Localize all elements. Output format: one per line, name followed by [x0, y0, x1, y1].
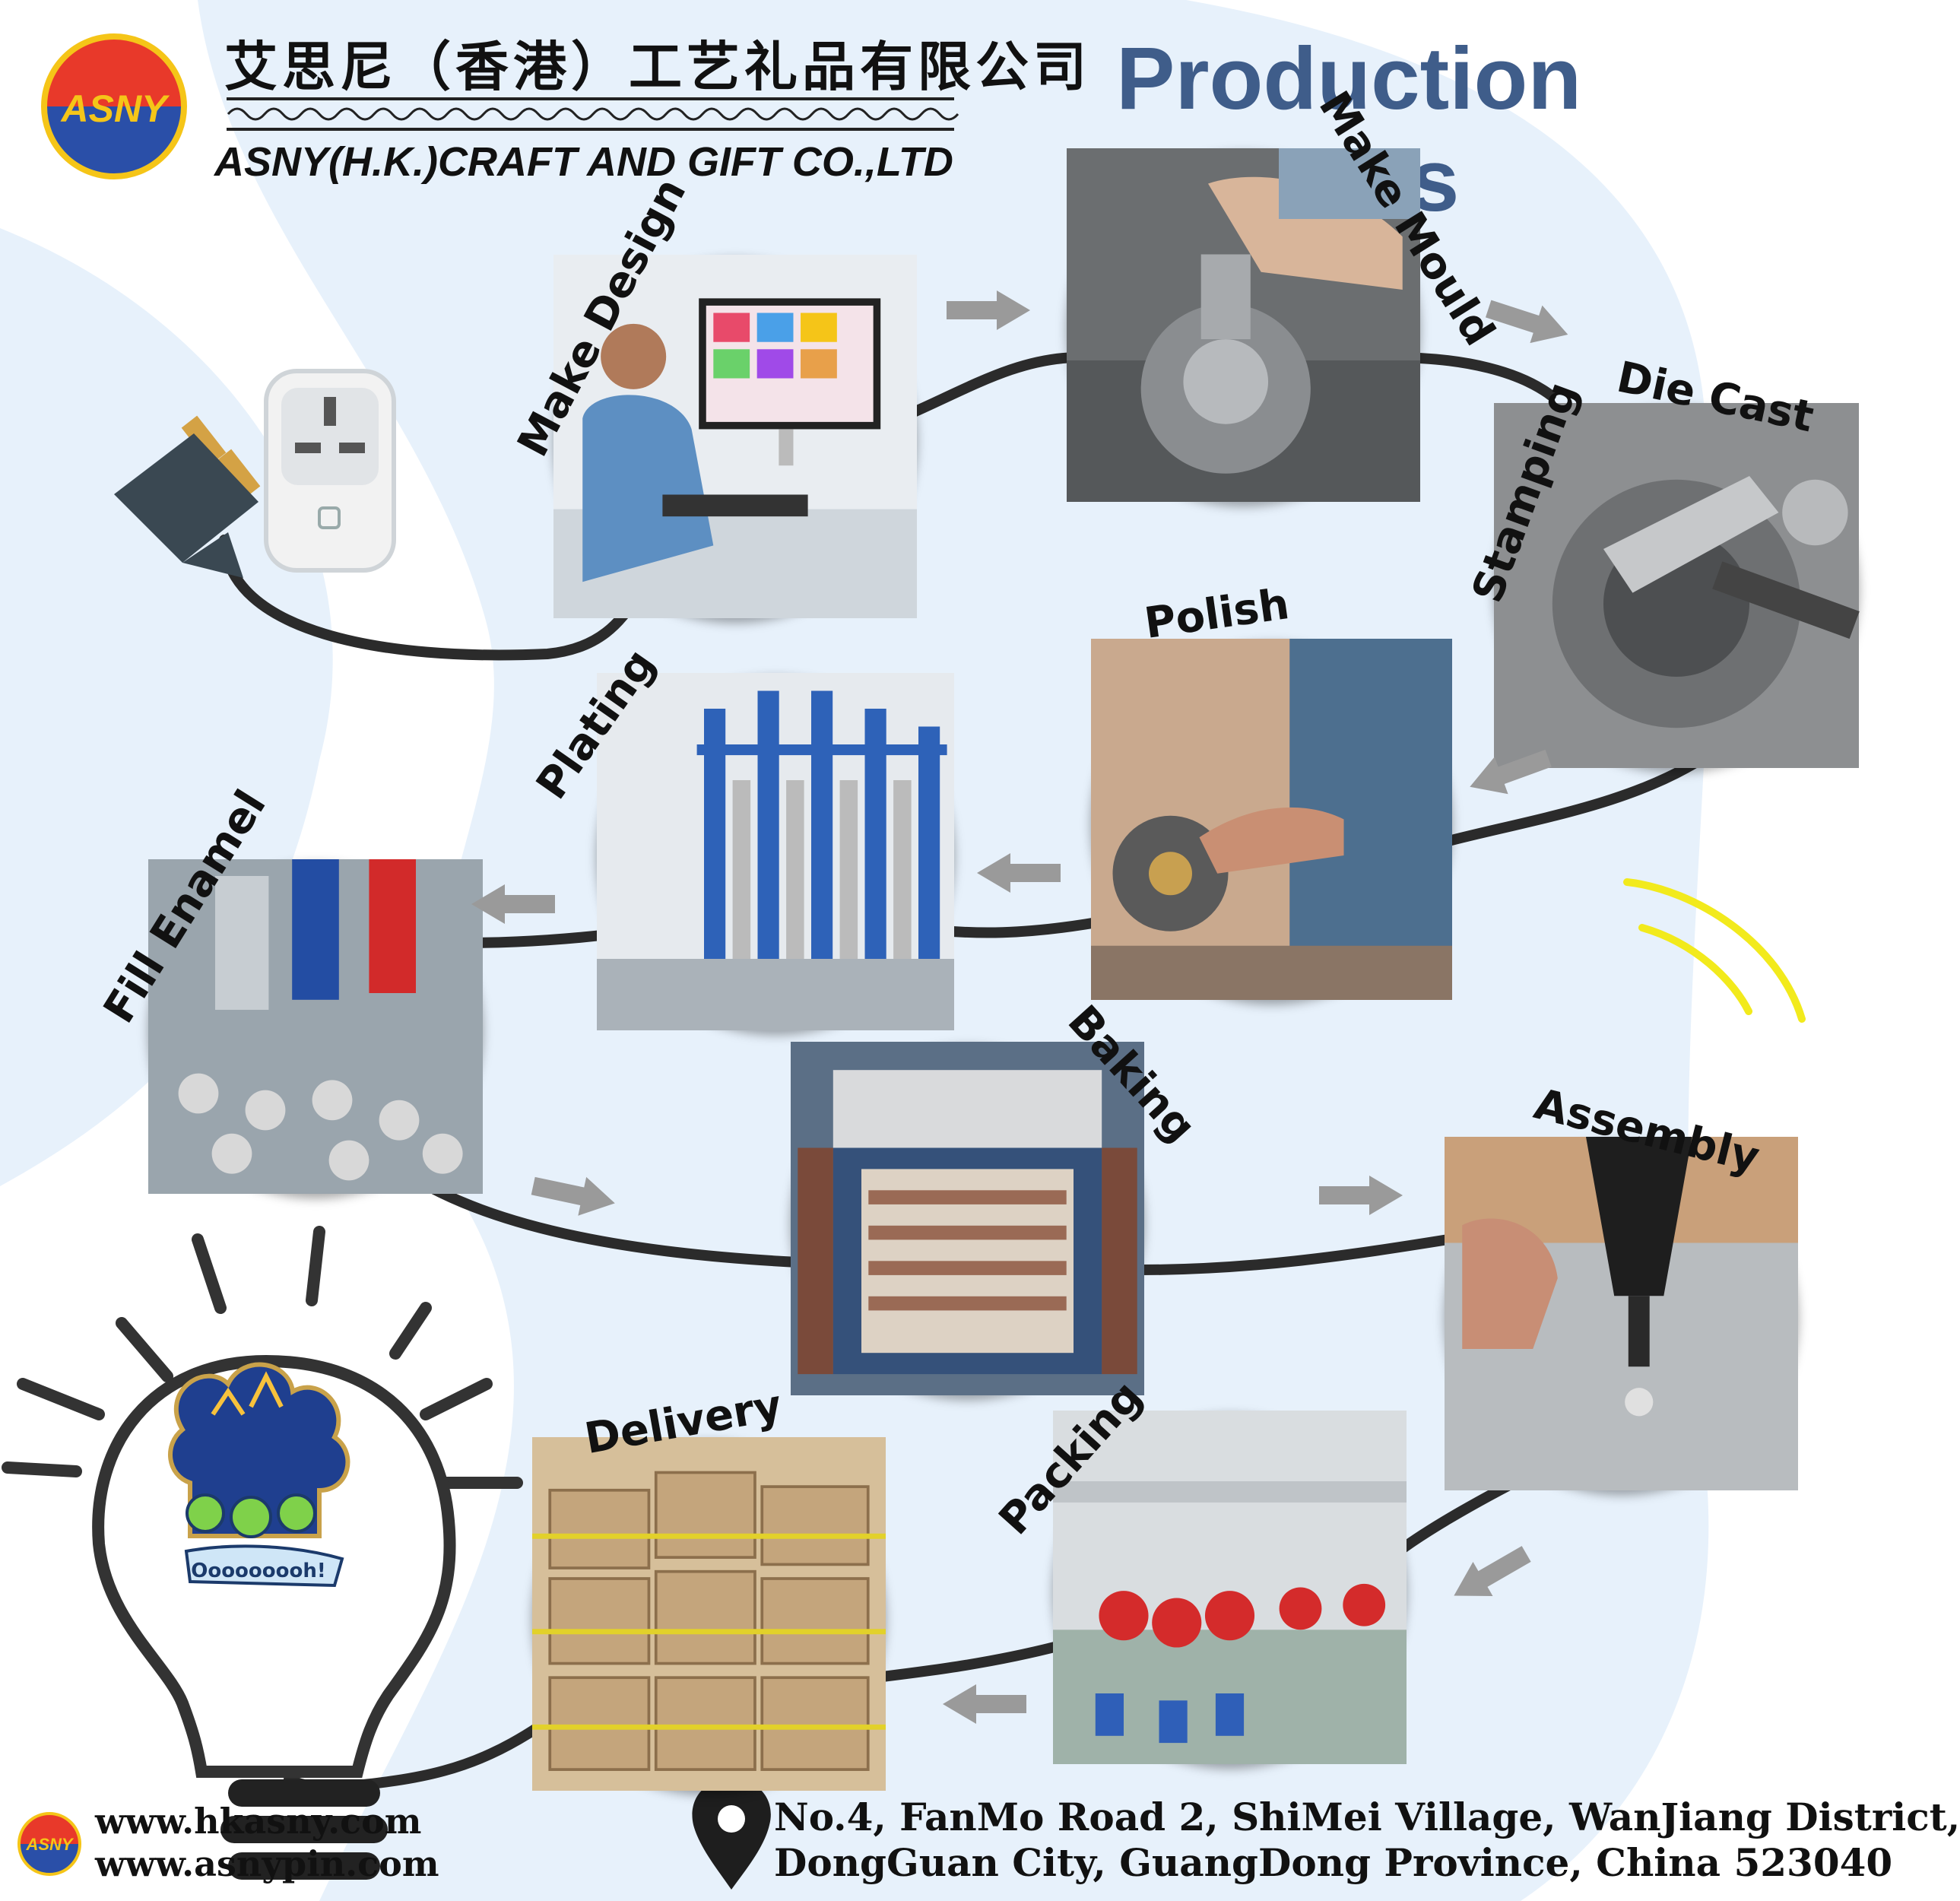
- company-logo: [41, 33, 187, 179]
- step-photo-die-cast-stamping: [1494, 403, 1860, 768]
- arrow-icon: [1454, 1546, 1531, 1597]
- step-photo-make-design: [553, 255, 917, 618]
- arrow-icon: [531, 1176, 615, 1216]
- address-line-1: No.4, FanMo Road 2, ShiMei Village, WanJ…: [774, 1795, 1960, 1839]
- socket-icon: [264, 369, 396, 573]
- location-pin-icon: [692, 1779, 771, 1890]
- address-line-2: DongGuan City, GuangDong Province, China…: [774, 1840, 1893, 1885]
- company-name-en: ASNY(H.K.)CRAFT AND GIFT CO.,LTD: [214, 139, 953, 185]
- arrow-icon: [977, 853, 1061, 893]
- arrow-icon: [1470, 749, 1552, 795]
- step-photo-baking: [791, 1042, 1144, 1395]
- bulb-pin-text: Ooooooooh!: [191, 1560, 326, 1582]
- step-photo-plating: [597, 673, 954, 1030]
- step-photo-fill-enamel: [148, 859, 483, 1194]
- light-bulb-icon: Ooooooooh!: [2, 1226, 523, 1880]
- logo-text: ASNY: [60, 87, 171, 130]
- header-ornament: [227, 97, 959, 131]
- company-name-cn: 艾思尼（香港）工艺礼品有限公司: [224, 35, 1091, 98]
- footer-logo: [17, 1812, 81, 1876]
- website-link-hkasny[interactable]: www.hkasny.com: [95, 1801, 422, 1842]
- signal-icon: [1623, 878, 1806, 1023]
- step-photo-assembly: [1445, 1137, 1798, 1490]
- arrow-icon: [943, 1684, 1026, 1724]
- plug-icon: [114, 415, 261, 578]
- step-photo-delivery: [532, 1437, 886, 1791]
- step-photo-make-mould: [1067, 148, 1420, 502]
- arrow-icon: [471, 884, 555, 924]
- step-photo-polish: [1091, 639, 1452, 1000]
- website-link-asnypin[interactable]: www.asnypin.com: [95, 1843, 439, 1884]
- arrow-icon: [947, 290, 1030, 330]
- arrow-icon: [1485, 300, 1568, 344]
- arrow-icon: [1319, 1176, 1403, 1215]
- step-photo-packing: [1053, 1411, 1407, 1764]
- footer-logo-text: ASNY: [25, 1835, 74, 1854]
- enamel-pin-art: Ooooooooh!: [168, 1362, 350, 1588]
